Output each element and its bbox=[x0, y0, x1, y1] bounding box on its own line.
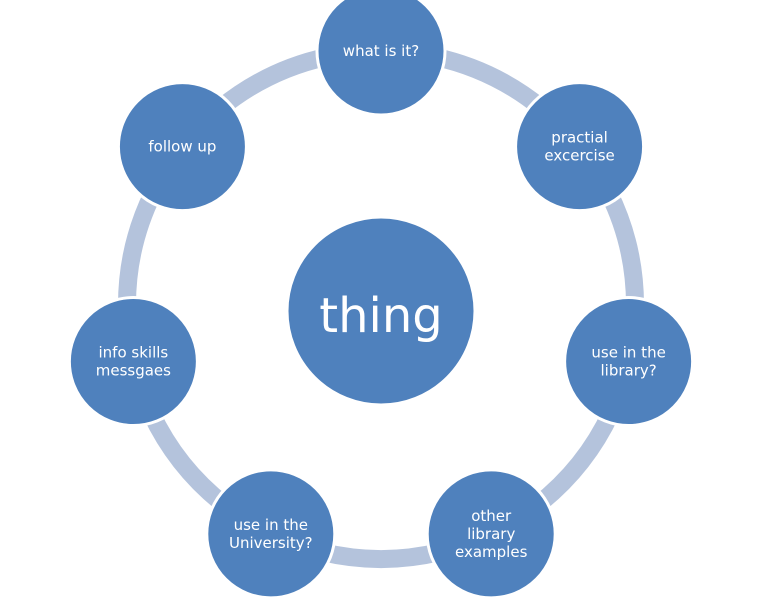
node-label-line: excercise bbox=[544, 147, 614, 165]
center-label: thing bbox=[319, 288, 442, 344]
node-label: what is it? bbox=[343, 42, 419, 60]
node-label-line: practial bbox=[551, 129, 608, 147]
ring-connector-2 bbox=[600, 188, 644, 308]
node-label-line: follow up bbox=[148, 138, 216, 156]
node-follow-up: follow up bbox=[116, 81, 248, 213]
node-circle bbox=[205, 468, 337, 600]
node-what-is-it: what is it? bbox=[315, 0, 447, 117]
node-label-line: use in the bbox=[234, 516, 308, 534]
center-circle bbox=[285, 215, 477, 407]
node-label-line: other bbox=[471, 507, 512, 525]
node-label: follow up bbox=[148, 138, 216, 156]
node-label-line: what is it? bbox=[343, 42, 419, 60]
ring-connector-7 bbox=[214, 48, 330, 116]
ring-connector-6 bbox=[118, 188, 162, 308]
node-label-line: library? bbox=[601, 362, 657, 380]
ring-connector-3 bbox=[531, 408, 620, 513]
node-circle bbox=[425, 468, 557, 600]
node-circle bbox=[116, 81, 248, 213]
node-circle bbox=[67, 296, 199, 428]
node-circle bbox=[563, 296, 695, 428]
node-label-line: use in the bbox=[591, 344, 665, 362]
node-label-line: info skills bbox=[99, 344, 169, 362]
node-label-line: messgaes bbox=[96, 362, 171, 380]
ring-connector-5 bbox=[142, 408, 231, 513]
node-label-line: examples bbox=[455, 543, 528, 561]
ring-connector-1 bbox=[432, 48, 548, 116]
node-circle bbox=[514, 81, 646, 213]
node-label-line: library bbox=[467, 525, 515, 543]
center-node: thing bbox=[285, 215, 477, 407]
node-circle bbox=[315, 0, 447, 117]
node-label-line: University? bbox=[229, 534, 313, 552]
ring-connector-4 bbox=[319, 543, 443, 568]
